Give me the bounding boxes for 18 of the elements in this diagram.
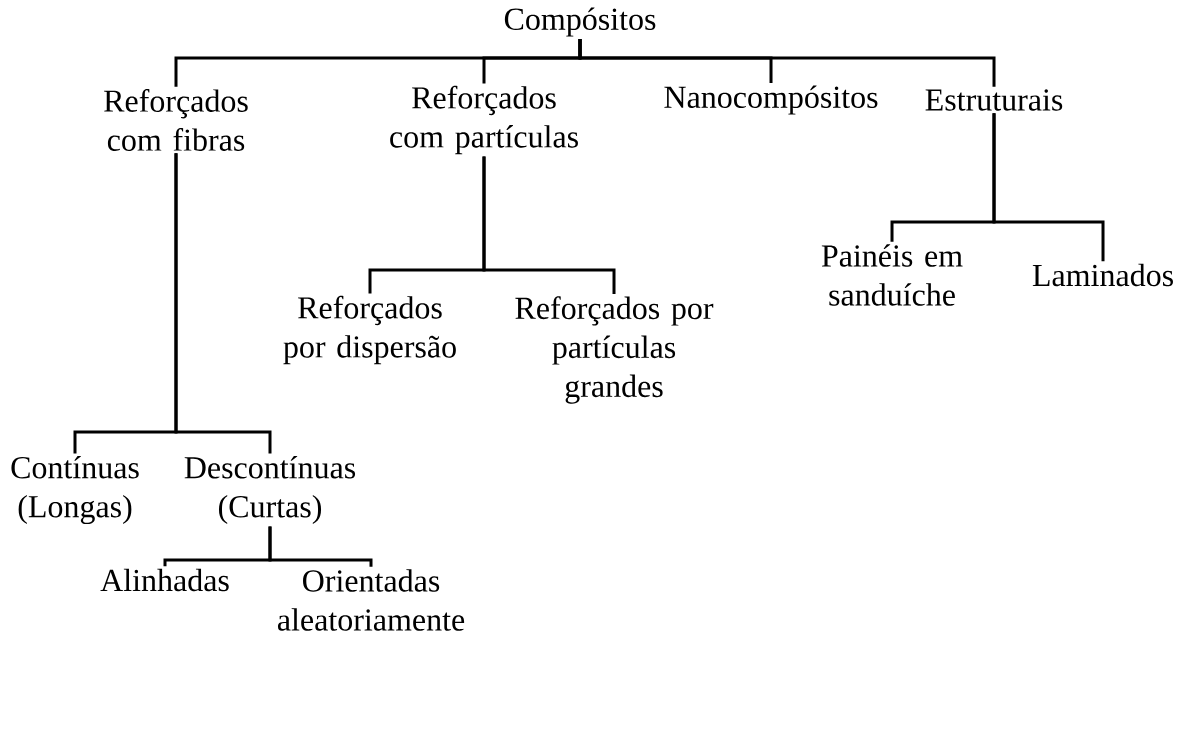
category-label: Orientadas aleatoriamente (277, 569, 465, 631)
category-label: Estruturais (925, 89, 1063, 111)
category-label: Reforçados por dispersão (283, 295, 456, 365)
category-label: Reforçados com fibras (104, 89, 248, 151)
category-label: Contínuas (Longas) (11, 455, 139, 525)
tree-connector (268, 526, 373, 567)
category-label: Compósitos (504, 7, 656, 37)
category-label: Descontínuas (Curtas) (184, 456, 356, 525)
category-label: Reforçados com partículas (390, 85, 578, 155)
tree-connector (992, 113, 1105, 262)
tree-connector (578, 38, 996, 87)
category-label: Nanocompósitos (664, 85, 878, 115)
category-label: Reforçados por partículas grandes (515, 296, 714, 404)
category-label: Painéis em sanduíche (821, 244, 963, 306)
tree-connector (482, 156, 616, 294)
tree-connector (174, 153, 272, 454)
category-label: Alinhadas (100, 568, 229, 592)
category-label: Laminados (1032, 263, 1173, 287)
